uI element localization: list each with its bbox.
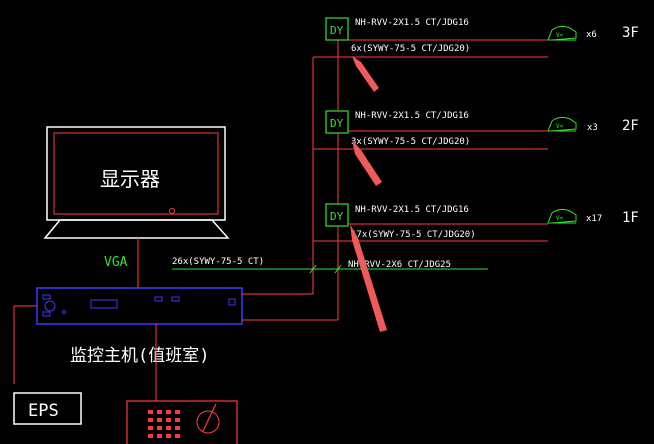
host-button — [62, 310, 66, 314]
keypad-key — [157, 434, 162, 438]
camera-count: x17 — [586, 214, 602, 224]
joystick — [196, 410, 220, 434]
keypad-key — [148, 410, 153, 414]
svg-text:V<: V< — [556, 215, 564, 222]
monitoring-host: 监控主机(值班室) — [36, 287, 243, 366]
host-display — [90, 299, 118, 309]
host-label: 监控主机(值班室) — [70, 346, 209, 366]
floor-label: 3F — [622, 25, 639, 41]
keypad-key — [175, 426, 180, 430]
monitor-screen — [53, 132, 219, 215]
keyboard-keypad — [148, 410, 180, 438]
keypad-key — [166, 434, 171, 438]
eps-box — [13, 392, 82, 425]
camera-icon: V< — [547, 116, 577, 132]
joystick-lever — [202, 403, 217, 432]
host-indicator — [42, 294, 51, 300]
host-knob — [44, 300, 56, 312]
power-cable-label: NH-RVV-2X1.5 CT/JDG16 — [355, 18, 469, 28]
floor-1f: DY NH-RVV-2X1.5 CT/JDG16 17x(SYWY-75-5 C… — [313, 203, 639, 242]
camera-icon: V< — [547, 25, 577, 41]
trunk-tick — [334, 264, 342, 274]
power-cable-label: NH-RVV-2X1.5 CT/JDG16 — [355, 111, 469, 121]
host-indicator — [42, 311, 51, 317]
keypad-key — [157, 426, 162, 430]
annotation-arrow — [352, 140, 382, 186]
keypad-key — [166, 418, 171, 422]
svg-text:V<: V< — [556, 123, 564, 130]
keypad-key — [166, 410, 171, 414]
host-indicator — [154, 296, 163, 302]
keypad-key — [166, 426, 171, 430]
trunk-tick — [309, 264, 317, 274]
keypad-key — [148, 418, 153, 422]
monitor-label: 显示器 — [100, 167, 160, 191]
dy-label: DY — [330, 210, 344, 223]
monitor: 显示器 — [43, 126, 230, 239]
control-keyboard — [126, 324, 238, 444]
camera-icon: V< — [547, 208, 577, 224]
annotation-arrow — [352, 56, 379, 92]
keyboard-body — [126, 400, 238, 444]
monitor-power-led — [169, 208, 175, 214]
annotation-arrow — [350, 224, 387, 332]
trunk-power-label: NH-RVV-2X6 CT/JDG25 — [348, 260, 451, 270]
power-cable-label: NH-RVV-2X1.5 CT/JDG16 — [355, 205, 469, 215]
floor-2f: DY NH-RVV-2X1.5 CT/JDG16 3x(SYWY-75-5 CT… — [313, 110, 639, 150]
keypad-key — [148, 434, 153, 438]
signal-cable-label: 6x(SYWY-75-5 CT/JDG20) — [351, 44, 470, 54]
keypad-key — [148, 426, 153, 430]
trunk-signal-label: 26x(SYWY-75-5 CT) — [172, 257, 264, 267]
dy-label: DY — [330, 117, 344, 130]
svg-text:V<: V< — [556, 32, 564, 39]
dy-box — [325, 203, 349, 227]
dy-box — [325, 110, 349, 134]
signal-cable-label: 17x(SYWY-75-5 CT/JDG20) — [351, 230, 476, 240]
vga-label: VGA — [104, 255, 128, 270]
camera-count: x6 — [586, 30, 597, 40]
keypad-key — [175, 418, 180, 422]
keypad-key — [175, 410, 180, 414]
eps-label: EPS — [28, 401, 59, 421]
floor-3f: DY NH-RVV-2X1.5 CT/JDG16 6x(SYWY-75-5 CT… — [313, 17, 639, 58]
dy-label: DY — [330, 24, 344, 37]
signal-cable-label: 3x(SYWY-75-5 CT/JDG20) — [351, 137, 470, 147]
dy-box — [325, 17, 349, 41]
host-chassis — [36, 287, 243, 325]
keypad-key — [157, 418, 162, 422]
camera-count: x3 — [587, 123, 598, 133]
keypad-key — [157, 410, 162, 414]
keypad-key — [175, 434, 180, 438]
host-indicator — [228, 298, 236, 306]
host-indicator — [171, 296, 180, 302]
floor-label: 2F — [622, 118, 639, 134]
floor-label: 1F — [622, 210, 639, 226]
monitor-stand — [43, 219, 230, 239]
